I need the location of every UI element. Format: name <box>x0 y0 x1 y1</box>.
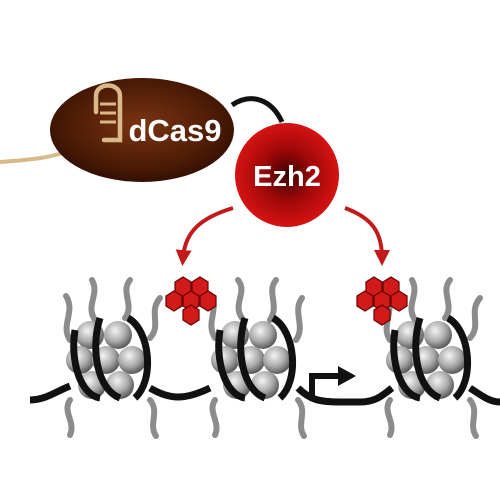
dna-strand <box>29 382 500 406</box>
ezh2-protein <box>235 123 339 227</box>
nucleosome-2 <box>211 314 297 402</box>
transcription-start-arrow <box>309 366 356 400</box>
protein-linker <box>230 96 285 124</box>
arrow-right <box>344 206 390 266</box>
histone-tails <box>63 277 483 439</box>
methyl-mark-cluster-right <box>356 276 408 326</box>
methyl-mark-cluster-left <box>165 276 217 326</box>
guide-rna-hairpin <box>93 83 123 143</box>
nucleosome-1 <box>66 314 152 402</box>
nucleosome-3 <box>386 314 472 402</box>
dcas9-label: dCas9 <box>128 113 221 148</box>
arrow-left <box>175 206 234 266</box>
ezh2-label: Ezh2 <box>253 161 321 193</box>
